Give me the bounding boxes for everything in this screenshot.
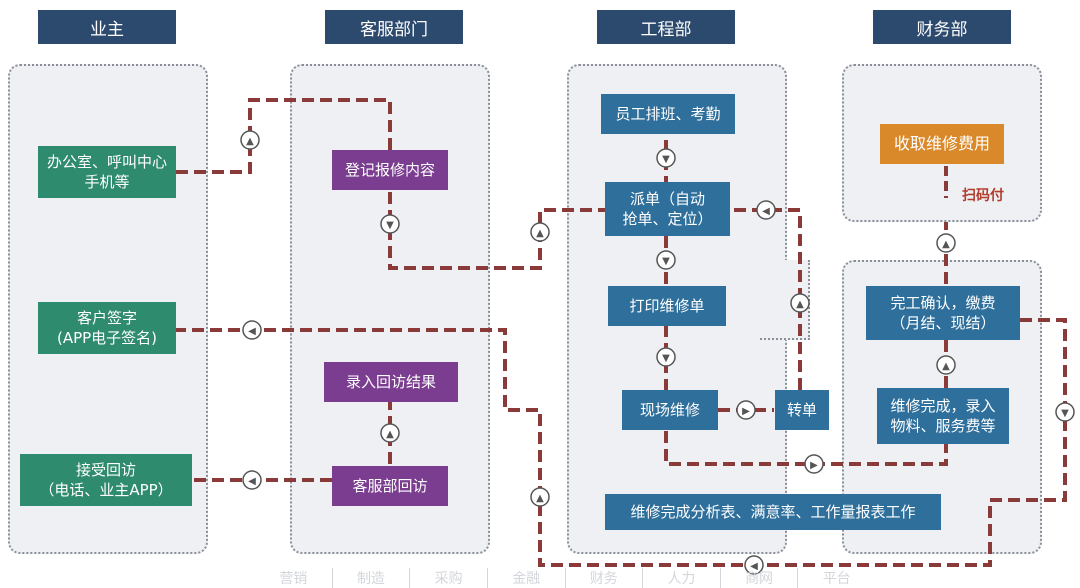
header-owner: 业主 [38, 10, 176, 44]
svg-text:◀: ◀ [750, 561, 758, 572]
footer-watermark: 营销 制造 采购 金融 财务 人力 商网 平台 [255, 568, 875, 588]
node-record-visit: 录入回访结果 [324, 362, 458, 402]
node-transfer: 转单 [775, 390, 829, 430]
node-confirm: 完工确认，缴费 （月结、现结） [866, 286, 1020, 340]
svg-text:▼: ▼ [662, 256, 670, 267]
header-finance: 财务部 [873, 10, 1011, 44]
node-schedule: 员工排班、考勤 [601, 94, 735, 134]
svg-text:▲: ▲ [386, 429, 394, 440]
header-engineering: 工程部 [597, 10, 735, 44]
svg-text:▲: ▲ [942, 239, 950, 250]
label-scan-pay: 扫码付 [962, 188, 1004, 204]
footer-item: 财务 [566, 568, 644, 588]
svg-text:▼: ▼ [386, 220, 394, 231]
node-office: 办公室、呼叫中心 手机等 [38, 146, 176, 198]
node-sign: 客户签字 (APP电子签名) [38, 302, 176, 354]
svg-text:◀: ◀ [762, 206, 770, 217]
node-dispatch: 派单（自动 抢单、定位） [605, 182, 730, 236]
node-analysis: 维修完成分析表、满意率、工作量报表工作 [605, 494, 941, 530]
svg-text:▼: ▼ [662, 353, 670, 364]
svg-text:▼: ▼ [1061, 408, 1069, 419]
node-complete: 维修完成，录入 物料、服务费等 [877, 388, 1009, 444]
footer-item: 制造 [333, 568, 411, 588]
svg-text:◀: ◀ [248, 476, 256, 487]
node-collect-fee: 收取维修费用 [880, 124, 1004, 164]
node-onsite: 现场维修 [622, 390, 718, 430]
footer-item: 人力 [643, 568, 721, 588]
node-service-visit: 客服部回访 [332, 466, 448, 506]
svg-text:▲: ▲ [536, 228, 544, 239]
footer-item: 营销 [255, 568, 333, 588]
svg-text:▲: ▲ [536, 493, 544, 504]
node-accept-visit: 接受回访 （电话、业主APP） [20, 454, 192, 506]
header-service: 客服部门 [325, 10, 463, 44]
node-register: 登记报修内容 [332, 150, 448, 190]
footer-item: 商网 [721, 568, 799, 588]
node-print: 打印维修单 [608, 286, 726, 326]
footer-item: 平台 [822, 571, 851, 587]
footer-item: 金融 [488, 568, 566, 588]
svg-text:▲: ▲ [942, 361, 950, 372]
svg-text:▶: ▶ [742, 406, 750, 417]
svg-text:▼: ▼ [662, 154, 670, 165]
svg-text:▶: ▶ [810, 460, 818, 471]
svg-text:◀: ◀ [248, 326, 256, 337]
footer-item: 采购 [410, 568, 488, 588]
svg-text:▲: ▲ [796, 299, 804, 310]
svg-text:▲: ▲ [246, 136, 254, 147]
